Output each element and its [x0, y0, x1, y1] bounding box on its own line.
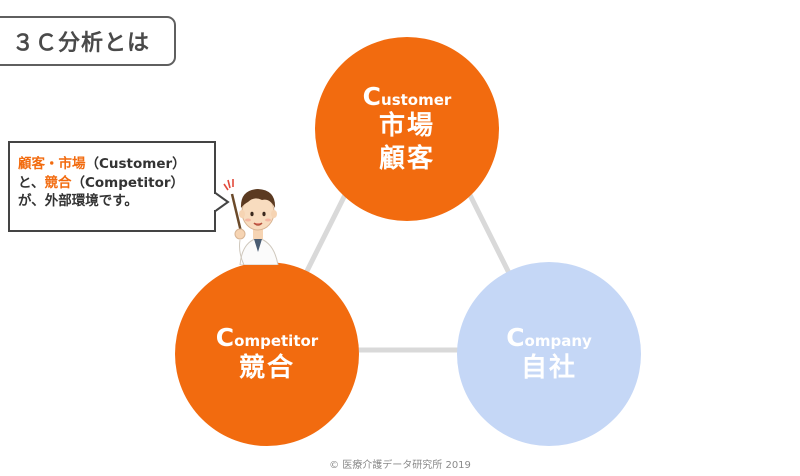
teacher-with-pointer-icon [223, 179, 279, 265]
company-circle: Company 自社 [457, 262, 641, 446]
bubble-text-competitor: （Competitor） [71, 174, 185, 191]
company-rest: ompany [524, 332, 592, 350]
bubble-prefix: と、 [18, 174, 45, 191]
page-title: ３Ｃ分析とは [12, 31, 151, 56]
connector-customer-company [467, 193, 518, 287]
customer-circle: Customer 市場 顧客 [315, 37, 499, 221]
connector-customer-competitor [297, 193, 348, 287]
competitor-circle: Competitor 競合 [175, 262, 359, 446]
bubble-line-2: と、競合（Competitor） [18, 174, 206, 193]
company-english-label: Company [506, 324, 592, 352]
speech-bubble: 顧客・市場（Customer） と、競合（Competitor） が、外部環境で… [8, 141, 216, 232]
customer-rest: ustomer [381, 90, 452, 109]
bubble-line-3: が、外部環境です。 [18, 193, 138, 210]
title-box: ３Ｃ分析とは [0, 16, 176, 66]
bubble-highlight-competitor: 競合 [44, 174, 72, 191]
competitor-jp-line1: 競合 [238, 352, 295, 383]
copyright-footer: © 医療介護データ研究所 2019 [329, 460, 471, 471]
bubble-text-customer: （Customer） [85, 156, 186, 172]
customer-jp-line2: 顧客 [378, 143, 435, 174]
customer-english-label: Customer [363, 83, 452, 111]
company-initial: C [506, 323, 525, 352]
bubble-line-1: 顧客・市場（Customer） [18, 155, 206, 174]
bubble-highlight-customer: 顧客・市場 [18, 156, 86, 172]
competitor-initial: C [215, 323, 235, 352]
competitor-rest: ompetitor [234, 332, 319, 350]
customer-jp-line1: 市場 [378, 111, 435, 142]
competitor-english-label: Competitor [216, 324, 318, 352]
company-jp-line1: 自社 [520, 352, 577, 383]
customer-initial: C [362, 81, 382, 111]
speech-bubble-tail [214, 192, 230, 214]
